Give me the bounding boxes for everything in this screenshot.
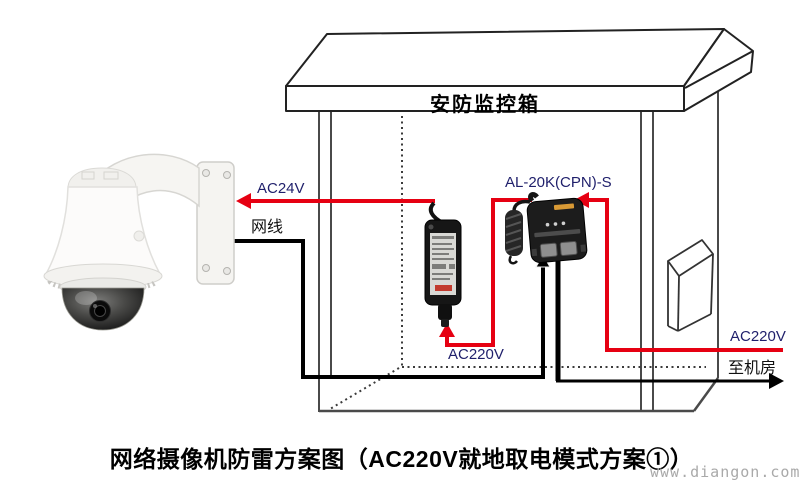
protector-tab-right (580, 244, 586, 252)
label-ac24v: AC24V (257, 180, 305, 197)
label-ac220v-adapter: AC220V (448, 346, 504, 363)
camera-dome-highlight (75, 291, 97, 305)
protector-indicator-dots (545, 221, 566, 227)
cabinet-hidden-edges (329, 116, 706, 410)
adapter-plug-barrel (438, 304, 452, 320)
protector-text-strip (534, 228, 581, 238)
camera-cap-notch-1 (81, 171, 95, 180)
watermark: www.diangon.com (650, 463, 801, 481)
roof-top-face (285, 28, 725, 87)
camera-lens-inner (94, 305, 106, 317)
protector-logo (553, 203, 575, 210)
signal-wires (234, 239, 772, 383)
camera-body-button (133, 230, 145, 242)
wire-mains (586, 198, 783, 352)
arrow-into-protector (574, 192, 589, 208)
camera-cap (67, 167, 137, 189)
arrow-into-adapter (439, 323, 455, 337)
cabinet-roof (285, 28, 754, 112)
ptz-camera (43, 153, 235, 331)
wire-adapter-power (445, 198, 532, 347)
camera-wall-plate (196, 161, 235, 285)
protector-coil-stripes (505, 213, 522, 252)
arrow-to-machine-room (769, 373, 784, 389)
protector-coil-tail (508, 255, 518, 265)
label-protector-model: AL-20K(CPN)-S (505, 174, 612, 191)
power-wire-arrows (236, 192, 589, 337)
label-network-cable: 网线 (251, 219, 284, 236)
adapter-label-text-lines (432, 236, 455, 280)
power-adapter (424, 201, 462, 327)
protector-port-right (559, 240, 578, 256)
arrow-ac24v-to-camera (236, 193, 251, 209)
roof-right-edge (684, 50, 754, 89)
cabinet-title: 安防监控箱 (430, 94, 540, 116)
camera-cap-notch-2 (103, 171, 119, 180)
cabinet-bottom-right-edge (692, 377, 720, 412)
vent-top-face (667, 239, 714, 277)
power-wires (250, 198, 783, 352)
cabinet-vent (667, 239, 714, 332)
protector-power-pigtail (528, 192, 539, 203)
protector-tab-left (531, 248, 538, 257)
cabinet (318, 92, 720, 413)
diagram-caption: 网络摄像机防雷方案图（AC220V就地取电模式方案①） (109, 446, 694, 472)
roof-front-face (285, 85, 685, 112)
label-to-machine-room: 至机房 (728, 360, 777, 377)
protector-coil-lead (512, 199, 531, 212)
protector-body-group (526, 197, 588, 263)
label-ac220v-mains: AC220V (730, 328, 786, 345)
camera-body (44, 186, 162, 275)
wire-network (234, 239, 545, 379)
adapter-plug-tip (441, 319, 449, 327)
adapter-label-red-strip (435, 285, 452, 291)
protector-port-left (539, 242, 558, 258)
camera-lens-glint (93, 304, 97, 308)
camera-plate-screws (202, 169, 231, 275)
adapter-hole (428, 224, 434, 230)
surge-protector (505, 192, 588, 265)
